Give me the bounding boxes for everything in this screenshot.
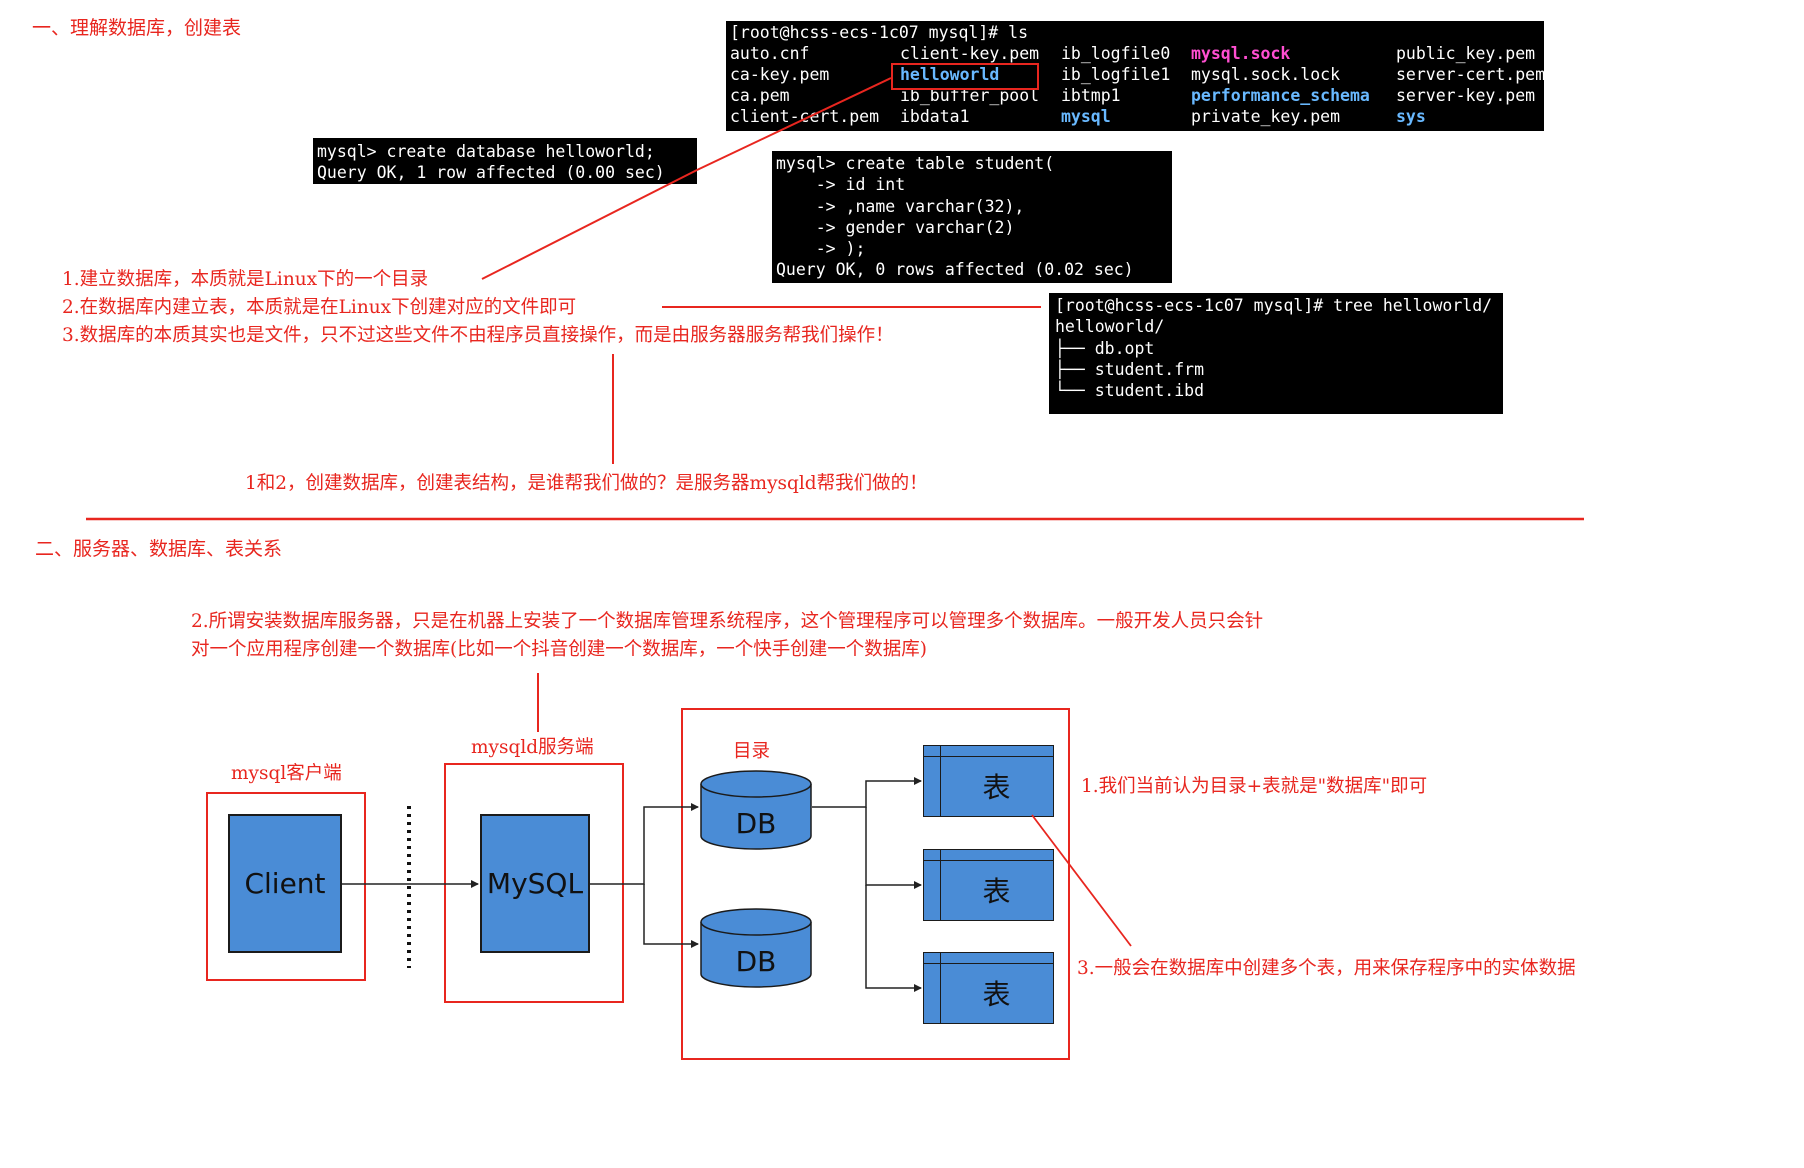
database-icon (700, 908, 812, 988)
ls-col1-3: client-cert.pem (730, 107, 880, 126)
summary-note: 1和2，创建数据库，创建表结构，是谁帮我们做的？是服务器mysqld帮我们做的！ (245, 473, 928, 494)
ls-col5-0: public_key.pem (1396, 44, 1536, 63)
database-icon (700, 770, 812, 850)
table-box: 表 (923, 849, 1054, 921)
tree-line: ├── db.opt (1055, 338, 1155, 358)
tree-line: [root@hcss-ecs-1c07 mysql]# tree hellowo… (1055, 296, 1493, 315)
create-db-line2: Query OK, 1 row affected (0.00 sec) (317, 163, 665, 183)
table-label: 表 (982, 978, 1011, 1011)
ls-terminal: [root@hcss-ecs-1c07 mysql]# ls auto.cnf … (726, 21, 1546, 131)
server-note-line1: 2.所谓安装数据库服务器，只是在机器上安装了一个数据库管理系统程序，这个管理程序… (191, 611, 1264, 632)
create-table-terminal: mysql> create table student( -> id int -… (772, 151, 1172, 283)
tree-line: ├── student.frm (1055, 359, 1205, 379)
table-label: 表 (982, 771, 1011, 804)
ls-col4-1: mysql.sock.lock (1191, 65, 1341, 84)
ls-col2-0: client-key.pem (900, 44, 1040, 63)
tree-line: └── student.ibd (1055, 381, 1205, 401)
section2-heading: 二、服务器、数据库、表关系 (35, 538, 283, 560)
ls-col3-1: ib_logfile1 (1061, 65, 1171, 84)
client-frame (206, 792, 366, 981)
ls-col3-0: ib_logfile0 (1061, 44, 1171, 63)
ls-helloworld-dir: helloworld (900, 65, 1000, 84)
ls-col4-3: private_key.pem (1191, 107, 1341, 126)
db-label: DB (735, 806, 777, 840)
create-table-line: Query OK, 0 rows affected (0.02 sec) (776, 260, 1134, 280)
note-1: 1.建立数据库，本质就是Linux下的一个目录 (62, 269, 429, 290)
tree-line: helloworld/ (1055, 317, 1165, 337)
ls-col5-1: server-cert.pem (1396, 65, 1546, 84)
create-table-line: -> ,name varchar(32), (776, 196, 1025, 216)
server-note-line2: 对一个应用程序创建一个数据库(比如一个抖音创建一个数据库，一个快手创建一个数据库… (191, 639, 927, 660)
client-caption: mysql客户端 (231, 763, 342, 784)
mysql-server-box: MySQL (480, 814, 590, 953)
ls-col2-2: ib_buffer_pool (900, 86, 1040, 105)
server-frame (444, 763, 624, 1003)
create-table-line: mysql> create table student( (776, 154, 1055, 173)
server-caption: mysqld服务端 (471, 737, 594, 758)
ls-col1-0: auto.cnf (730, 44, 810, 63)
create-db-line1: mysql> create database helloworld; (317, 142, 655, 161)
ls-col4-0: mysql.sock (1191, 44, 1291, 63)
ls-col1-2: ca.pem (730, 86, 790, 105)
helloworld-highlight (891, 63, 1039, 90)
directory-caption: 目录 (733, 741, 771, 762)
client-box: Client (228, 814, 342, 953)
table-box: 表 (923, 745, 1054, 817)
ls-col3-2: ibtmp1 (1061, 86, 1121, 105)
note-2: 2.在数据库内建立表，本质就是在Linux下创建对应的文件即可 (62, 297, 577, 318)
ls-prompt: [root@hcss-ecs-1c07 mysql]# ls (730, 23, 1029, 42)
db-label: DB (735, 944, 777, 978)
ls-col2-3: ibdata1 (900, 107, 970, 126)
table-box: 表 (923, 952, 1054, 1024)
ls-col3-3: mysql (1061, 107, 1111, 126)
note-3: 3.数据库的本质其实也是文件，只不过这些文件不由程序员直接操作，而是由服务器服务… (62, 325, 894, 346)
ls-col1-1: ca-key.pem (730, 65, 830, 84)
mysql-label: MySQL (486, 867, 584, 900)
database-cylinder: DB (700, 770, 812, 850)
note-right-1: 1.我们当前认为目录+表就是"数据库"即可 (1081, 776, 1428, 797)
create-table-line: -> ); (776, 239, 866, 259)
tree-terminal: [root@hcss-ecs-1c07 mysql]# tree hellowo… (1049, 293, 1503, 414)
database-cylinder: DB (700, 908, 812, 988)
ls-col5-2: server-key.pem (1396, 86, 1536, 105)
create-table-line: -> id int (776, 175, 906, 195)
ls-col5-3: sys (1396, 107, 1426, 126)
table-label: 表 (982, 875, 1011, 908)
client-label: Client (244, 867, 326, 900)
ls-col4-2: performance_schema (1191, 86, 1370, 105)
create-table-line: -> gender varchar(2) (776, 217, 1015, 237)
section1-heading: 一、理解数据库，创建表 (32, 17, 242, 39)
directory-frame (681, 708, 1070, 1060)
note-right-3: 3.一般会在数据库中创建多个表，用来保存程序中的实体数据 (1077, 958, 1576, 979)
create-db-terminal: mysql> create database helloworld; Query… (313, 138, 697, 184)
